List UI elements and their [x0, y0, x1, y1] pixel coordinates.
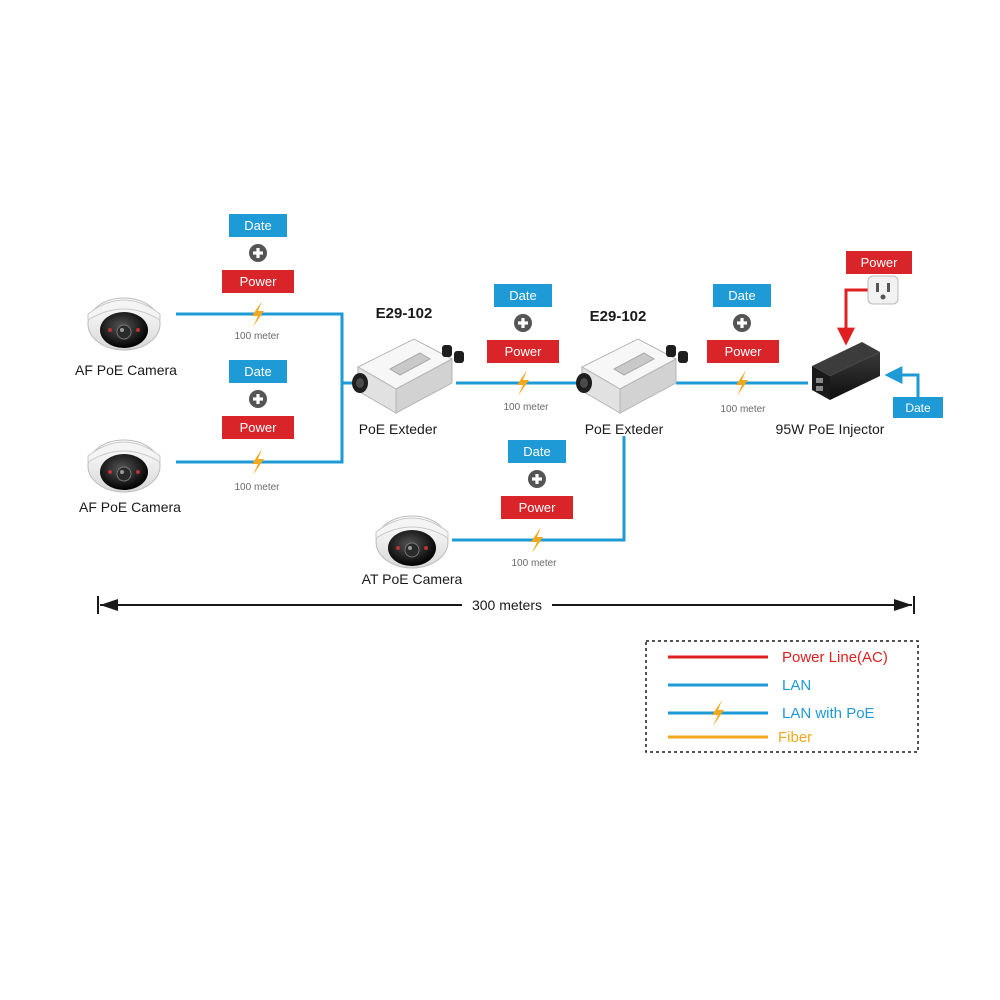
lan-poe-line-cam2 — [176, 383, 344, 464]
legend-label-power: Power Line(AC) — [782, 649, 888, 666]
segment-cam1-labels: Date Power 100 meter — [222, 214, 294, 342]
plus-circle-icon — [528, 470, 546, 488]
power-label: Power — [505, 344, 543, 359]
segment-atcam-labels: Date Power 100 meter — [501, 440, 573, 569]
legend-label-fiber: Fiber — [778, 729, 812, 746]
date-box — [229, 214, 287, 237]
dome-camera-icon — [87, 297, 161, 351]
power-line-outlet — [837, 288, 868, 346]
segment-ext2-injector-labels: Date Power 100 meter — [707, 284, 779, 415]
power-box — [487, 340, 559, 363]
camera-label: AF PoE Camera — [79, 499, 181, 515]
poe-injector-icon — [812, 342, 880, 400]
power-label: Power — [240, 420, 278, 435]
segment-cam2-labels: Date Power 100 meter — [222, 360, 294, 493]
injector-label: 95W PoE Injector — [776, 421, 885, 437]
power-outlet-icon — [867, 275, 899, 305]
power-box — [846, 251, 912, 274]
camera-label: AT PoE Camera — [362, 571, 463, 587]
injector-date-box: Date — [893, 397, 943, 418]
legend-border — [645, 640, 919, 753]
distance-label: 100 meter — [511, 558, 557, 569]
poe-extender-icon — [575, 338, 689, 414]
power-box — [222, 416, 294, 439]
date-label: Date — [523, 444, 550, 459]
date-label: Date — [244, 218, 271, 233]
power-label: Power — [519, 500, 557, 515]
extender-label: PoE Exteder — [585, 421, 664, 437]
camera-label: AF PoE Camera — [75, 362, 177, 378]
legend-label-lan: LAN — [782, 677, 811, 694]
power-label: Power — [725, 344, 763, 359]
lan-poe-line-atcam — [452, 436, 626, 542]
power-label: Power — [861, 255, 899, 270]
injector-power-box: Power — [846, 251, 912, 274]
legend: Power Line(AC) LAN LAN with PoE Fiber — [645, 640, 919, 753]
at-camera: AT PoE Camera — [362, 515, 463, 587]
lan-poe-line-cam1 — [176, 312, 344, 383]
af-camera-1: AF PoE Camera — [75, 297, 177, 378]
power-label: Power — [240, 274, 278, 289]
date-box — [713, 284, 771, 307]
date-box — [508, 440, 566, 463]
lan-data-line-injector — [884, 366, 920, 398]
extender-label: PoE Exteder — [359, 421, 438, 437]
date-box — [494, 284, 552, 307]
plus-circle-icon — [249, 244, 267, 262]
distance-label: 100 meter — [234, 482, 280, 493]
power-box — [501, 496, 573, 519]
extender-model: E29-102 — [376, 305, 433, 322]
date-box — [893, 397, 943, 418]
power-box — [707, 340, 779, 363]
date-label: Date — [905, 401, 931, 415]
date-label: Date — [728, 288, 755, 303]
distance-label: 100 meter — [503, 402, 549, 413]
poe-injector: 95W PoE Injector — [776, 342, 885, 437]
date-label: Date — [509, 288, 536, 303]
poe-extender-2: E29-102 PoE Exteder — [575, 308, 689, 437]
af-camera-2: AF PoE Camera — [79, 439, 181, 515]
plus-circle-icon — [733, 314, 751, 332]
date-label: Date — [244, 364, 271, 379]
segment-ext1-ext2-labels: Date Power 100 meter — [487, 284, 559, 413]
poe-extender-icon — [351, 338, 465, 414]
dome-camera-icon — [375, 515, 449, 569]
distance-span: 300 meters — [97, 596, 915, 614]
extender-model: E29-102 — [590, 308, 647, 325]
dome-camera-icon — [87, 439, 161, 493]
poe-extender-1: E29-102 PoE Exteder — [351, 305, 465, 437]
distance-label: 100 meter — [720, 404, 766, 415]
distance-label: 100 meter — [234, 331, 280, 342]
span-label: 300 meters — [472, 597, 542, 613]
plus-circle-icon — [514, 314, 532, 332]
date-box — [229, 360, 287, 383]
legend-label-lan-poe: LAN with PoE — [782, 705, 875, 722]
plus-circle-icon — [249, 390, 267, 408]
power-box — [222, 270, 294, 293]
